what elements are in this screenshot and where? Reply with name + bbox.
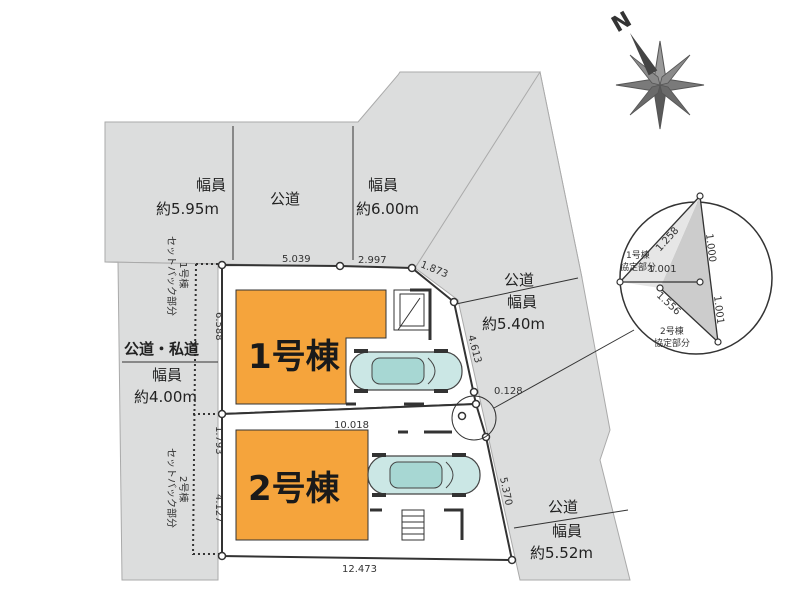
- dim-0128: 0.128: [494, 386, 523, 397]
- compass-n-label: N: [608, 7, 636, 38]
- road-labels: 幅員 約5.95m 公道 幅員 約6.00m 公道 幅員 約5.40m 公道・私…: [124, 176, 593, 562]
- road-2-kind: 公道: [270, 190, 300, 208]
- boundary-points: [217, 260, 517, 565]
- detail-label-2-a: 2号棟: [660, 325, 684, 337]
- road-2-width: 約6.00m: [356, 200, 419, 218]
- dim-10018: 10.018: [334, 420, 369, 431]
- dim-5039: 5.039: [282, 254, 311, 265]
- setback-2-bldg: 2号棟: [177, 476, 190, 502]
- detail-label-1-a: 1号棟: [626, 249, 650, 261]
- road-5-kind: 公道: [548, 498, 578, 516]
- detail-dim-1000a: 1.000: [703, 233, 717, 263]
- setback-labels: セットバック部分 1号棟 セットバック部分 2号棟: [165, 236, 190, 528]
- dim-12473: 12.473: [342, 564, 377, 575]
- dim-2997: 2.997: [358, 255, 387, 266]
- road-3-width: 約5.40m: [482, 315, 545, 333]
- road-4-kind: 公道・私道: [124, 340, 199, 358]
- building-2-footprint: [235, 429, 369, 541]
- building-footprints: [235, 288, 464, 541]
- detail-dim-1001b: 1.001: [711, 295, 725, 325]
- dim-4127: 4.127: [213, 494, 224, 523]
- compass-rose: [615, 33, 705, 130]
- detail-area-2: [660, 196, 718, 342]
- road-areas: [104, 70, 631, 581]
- building-labels: 1号棟 2号棟: [248, 337, 341, 509]
- road-west: [104, 261, 219, 581]
- setback-2-text: セットバック部分: [165, 448, 178, 528]
- road-4-width: 約4.00m: [134, 388, 197, 406]
- detail-leader-line: [493, 329, 635, 409]
- building-1-label: 1号棟: [248, 337, 341, 377]
- road-east: [414, 70, 631, 581]
- car-2: [367, 453, 481, 497]
- road-4-label: 幅員: [152, 366, 182, 384]
- building-1-footprint: [235, 289, 387, 405]
- road-1-kind: 幅員: [196, 176, 226, 194]
- road-3-label: 幅員: [507, 293, 537, 311]
- detail-area-1: [620, 196, 700, 288]
- detail-label-1-b: 協定部分: [620, 261, 656, 273]
- detail-label-2-b: 協定部分: [654, 337, 690, 349]
- road-2-label: 幅員: [368, 176, 398, 194]
- road-3-kind: 公道: [504, 271, 534, 289]
- setback-1-text: セットバック部分: [165, 236, 178, 316]
- setback-strip: [191, 263, 222, 555]
- road-5-width: 約5.52m: [530, 544, 593, 562]
- dim-1793: 1.793: [213, 426, 224, 455]
- detail-magnifier: [616, 192, 773, 355]
- width-arrows: [122, 126, 629, 529]
- road-1-width: 約5.95m: [156, 200, 219, 218]
- building-2-label: 2号棟: [248, 469, 341, 509]
- detail-callout-circle: [451, 395, 497, 441]
- setback-1-bldg: 1号棟: [177, 262, 190, 288]
- detail-dim-1001a: 1.001: [648, 264, 677, 275]
- car-1: [349, 349, 463, 393]
- entrance-2: [401, 509, 425, 541]
- road-5-label: 幅員: [552, 522, 582, 540]
- detail-labels: 1.258 1.000 1.001 1.001 1.556 1号棟 協定部分 2…: [620, 225, 725, 349]
- dim-6588: 6.588: [213, 312, 224, 341]
- walls: [346, 288, 464, 540]
